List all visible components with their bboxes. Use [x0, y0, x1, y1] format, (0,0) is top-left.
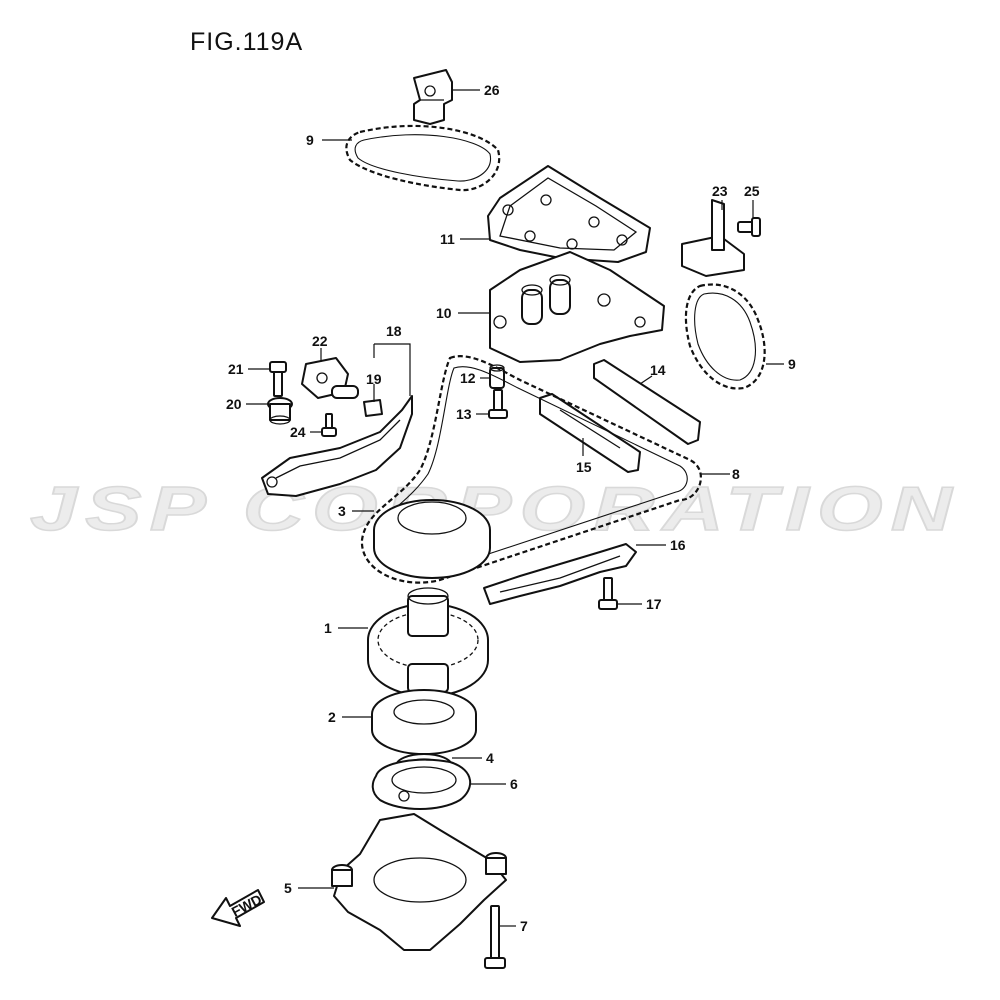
callout-2: 2 [328, 709, 336, 725]
part-22-tensioner [301, 357, 359, 399]
part-5-housing [331, 813, 507, 951]
callout-14: 14 [650, 362, 666, 378]
part-14-chain-guide [593, 359, 701, 445]
part-1-drive-gear [367, 587, 489, 697]
callout-4: 4 [486, 750, 494, 766]
fwd-arrow-icon: FWD [211, 889, 265, 927]
callout-16: 16 [670, 537, 686, 553]
callout-24: 23 [712, 183, 728, 199]
callout-26: 25 [744, 183, 760, 199]
part-9-top-chain [345, 124, 501, 192]
callout-9-right: 9 [788, 356, 796, 372]
callout-22: 22 [312, 333, 328, 349]
part-21-bolt [269, 361, 287, 397]
part-3-bearing [373, 499, 491, 579]
callout-19: 19 [366, 371, 382, 387]
part-20-collar [267, 397, 293, 425]
part-2-bearing [371, 689, 477, 755]
callout-10: 10 [436, 305, 452, 321]
callout-3: 3 [338, 503, 346, 519]
part-9-right-chain [684, 283, 766, 390]
callout-8: 8 [732, 466, 740, 482]
watermark-text: JSP CORPORATION [30, 475, 960, 544]
callout-11: 11 [440, 231, 455, 247]
callout-17: 17 [646, 596, 662, 612]
part-17-bolt [598, 577, 618, 610]
fwd-label: FWD [229, 891, 265, 920]
part-19-clip [363, 399, 383, 417]
part-13-bolt [488, 389, 508, 419]
part-15-chain-guide [539, 393, 641, 473]
callout-13: 13 [456, 406, 472, 422]
part-25-bolt [321, 413, 337, 437]
callout-7: 7 [520, 918, 528, 934]
callout-25: 24 [290, 424, 306, 440]
part-24-tensioner-bracket [681, 199, 745, 277]
callout-18: 18 [386, 323, 402, 339]
part-23-chain-clip [413, 69, 453, 125]
part-26-bolt [737, 217, 761, 237]
callout-9-top: 9 [306, 132, 314, 148]
part-10-pump-body [489, 251, 665, 363]
callout-12: 12 [460, 370, 476, 386]
part-18-tensioner-arm [261, 395, 413, 497]
figure-title: FIG.119A [190, 28, 304, 56]
callout-group: 26 9 11 23 25 10 9 14 15 12 13 8 18 19 2… [226, 82, 796, 934]
callout-15: 15 [576, 459, 592, 475]
callout-20: 20 [226, 396, 242, 412]
part-16-chain-guide [483, 543, 637, 605]
part-7-bolt [484, 905, 506, 969]
callout-6: 6 [510, 776, 518, 792]
part-6-gasket-plate [371, 758, 472, 810]
part-11-gasket [487, 165, 651, 263]
callout-21: 21 [228, 361, 244, 377]
callout-1: 1 [324, 620, 332, 636]
callout-5: 5 [284, 880, 292, 896]
callout-23: 26 [484, 82, 500, 98]
